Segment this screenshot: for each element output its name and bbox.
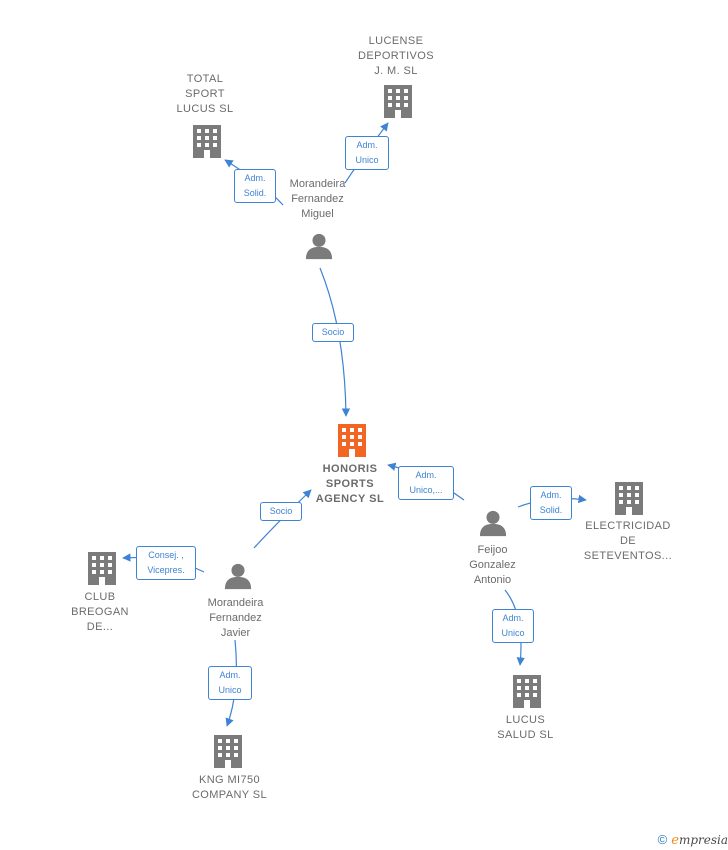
building-icon[interactable] <box>513 675 541 708</box>
node-label-feijoo[interactable]: Feijoo Gonzalez Antonio <box>469 544 516 586</box>
person-icon[interactable] <box>479 510 507 537</box>
node-label-lucense[interactable]: LUCENSE DEPORTIVOS J. M. SL <box>358 35 434 77</box>
empresia-logo[interactable]: ©empresia <box>658 832 728 848</box>
person-icon[interactable] <box>305 233 333 260</box>
node-label-honoris[interactable]: HONORIS SPORTS AGENCY SL <box>315 463 385 505</box>
edge-label-miguel-total: Adm. Solid. <box>234 169 276 203</box>
building-icon[interactable] <box>214 735 242 768</box>
node-label-club[interactable]: CLUB BREOGAN DE... <box>71 591 129 633</box>
node-label-electricidad[interactable]: ELECTRICIDAD DE SETEVENTOS... <box>583 520 673 562</box>
node-label-lucus-salud[interactable]: LUCUS SALUD SL <box>497 714 554 741</box>
edge-label-feijoo-honoris: Adm. Unico,... <box>398 466 454 500</box>
node-label-total-sport[interactable]: TOTAL SPORT LUCUS SL <box>176 73 234 115</box>
building-icon[interactable] <box>193 125 221 158</box>
node-label-javier[interactable]: Morandeira Fernandez Javier <box>207 597 264 639</box>
edge-label-miguel-lucense: Adm. Unico <box>345 136 389 170</box>
brand-e: e <box>671 833 679 848</box>
building-icon[interactable] <box>384 85 412 118</box>
building-icon[interactable] <box>615 482 643 515</box>
edge-label-feijoo-electricidad: Adm. Solid. <box>530 486 572 520</box>
node-label-kng[interactable]: KNG MI750 COMPANY SL <box>191 774 268 801</box>
building-icon[interactable] <box>88 552 116 585</box>
edge-javier-honoris <box>253 489 312 549</box>
edge-label-feijoo-lucus: Adm. Unico <box>492 609 534 643</box>
node-label-miguel[interactable]: Morandeira Fernandez Miguel <box>289 178 346 220</box>
edge-miguel-honoris <box>319 267 351 417</box>
brand-name: mpresia <box>678 833 728 847</box>
person-icon[interactable] <box>224 563 252 590</box>
edge-label-javier-club: Consej. , Vicepres. <box>136 546 196 580</box>
edge-label-javier-kng: Adm. Unico <box>208 666 252 700</box>
edge-label-javier-honoris: Socio <box>260 502 302 521</box>
building-icon-highlighted[interactable] <box>338 424 366 457</box>
copyright-symbol: © <box>657 832 668 847</box>
edge-label-miguel-honoris: Socio <box>312 323 354 342</box>
